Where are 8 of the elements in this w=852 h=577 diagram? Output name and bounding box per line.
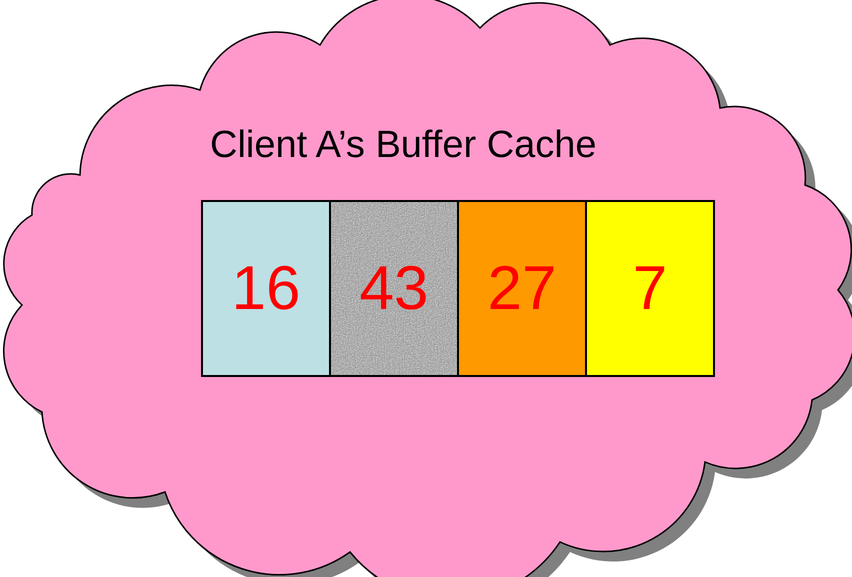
block-number: 7	[632, 253, 668, 324]
cache-block	[585, 200, 715, 377]
cache-block	[457, 200, 587, 377]
block-number: 43	[360, 253, 428, 324]
block-number: 27	[488, 253, 556, 324]
block-number: 16	[232, 253, 300, 324]
cache-title: Client A’s Buffer Cache	[210, 124, 597, 167]
cache-block	[201, 200, 331, 377]
